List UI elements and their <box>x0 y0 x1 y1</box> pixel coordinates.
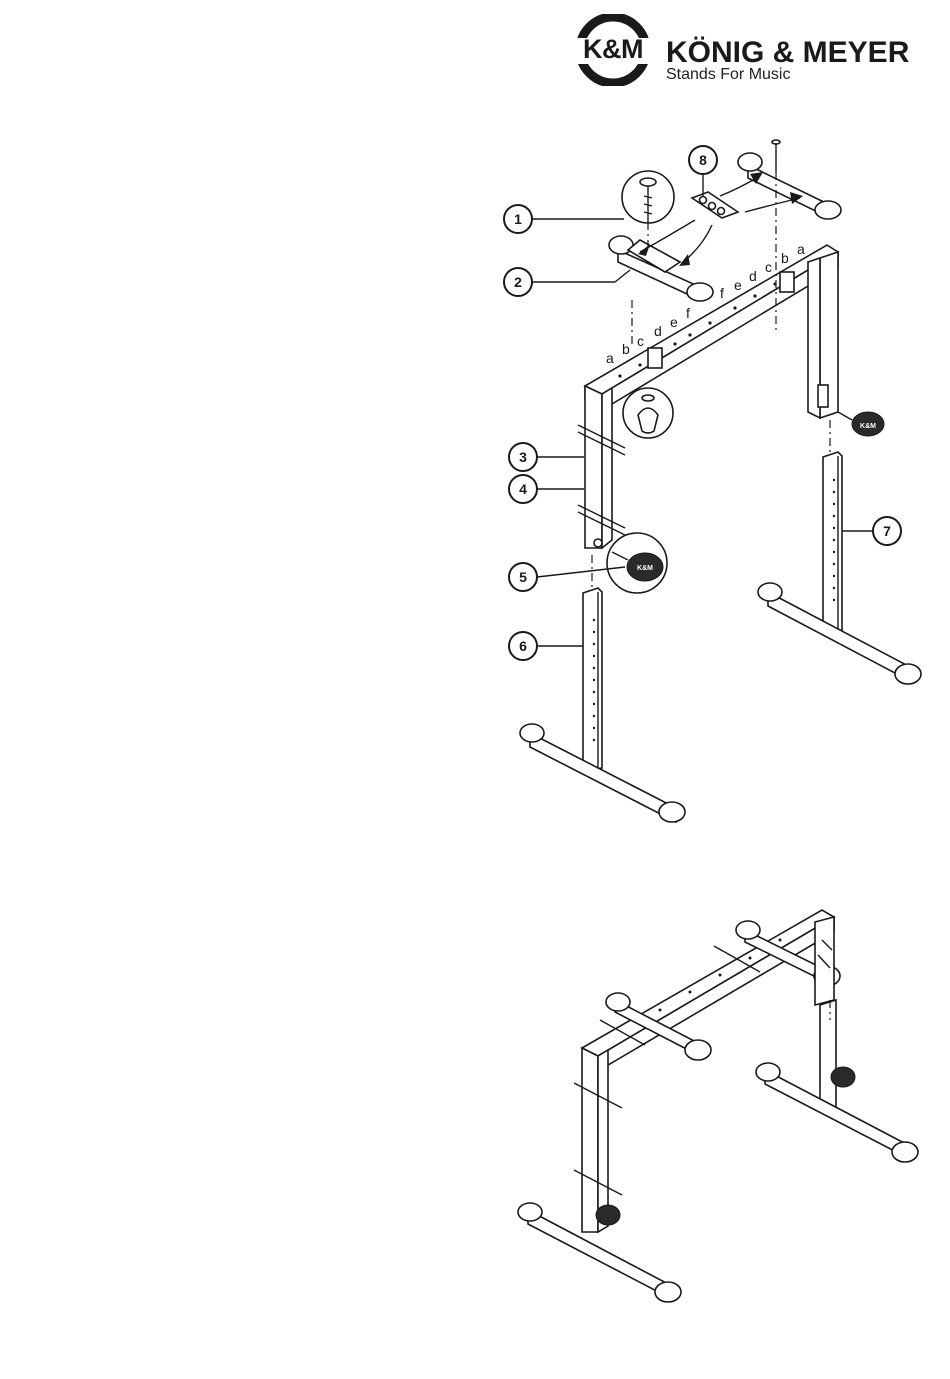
svg-text:b: b <box>781 250 789 266</box>
svg-text:8: 8 <box>699 152 707 168</box>
right-lower-leg <box>758 452 921 684</box>
figure-1-exploded-view: K&M <box>504 140 921 822</box>
top-left-t-bar <box>609 236 713 301</box>
svg-text:a: a <box>797 241 805 257</box>
svg-text:e: e <box>734 277 742 293</box>
knob-label-text: K&M <box>860 423 876 430</box>
mounting-plate <box>692 192 738 218</box>
right-upper-tube: K&M <box>808 252 884 436</box>
callout-2: 2 <box>504 268 630 296</box>
svg-text:c: c <box>765 259 772 275</box>
left-lower-leg <box>520 588 685 822</box>
svg-text:6: 6 <box>519 638 527 654</box>
svg-text:d: d <box>654 323 662 339</box>
svg-text:f: f <box>686 305 690 321</box>
callout-8: 8 <box>689 146 717 196</box>
svg-text:7: 7 <box>883 523 891 539</box>
callout-4: 4 <box>509 475 584 503</box>
washer-detail <box>623 388 673 438</box>
svg-text:a: a <box>606 350 614 366</box>
knob-detail: K&M <box>607 533 667 593</box>
svg-text:d: d <box>749 268 757 284</box>
svg-text:2: 2 <box>514 274 522 290</box>
callout-7: 7 <box>842 517 901 545</box>
svg-text:3: 3 <box>519 449 527 465</box>
callout-3: 3 <box>509 443 584 471</box>
knob-detail-label: K&M <box>637 565 653 572</box>
figure-2-assembled-view <box>518 910 918 1302</box>
svg-text:b: b <box>622 341 630 357</box>
left-upper-tube <box>578 386 625 548</box>
svg-text:4: 4 <box>519 481 527 497</box>
callout-6: 6 <box>509 632 583 660</box>
svg-text:e: e <box>670 314 678 330</box>
svg-text:1: 1 <box>514 211 522 227</box>
screw-detail <box>622 171 674 223</box>
svg-text:f: f <box>720 285 724 301</box>
callout-1: 1 <box>504 205 624 233</box>
svg-text:c: c <box>637 333 644 349</box>
frame-crossbar <box>585 245 838 410</box>
svg-text:5: 5 <box>519 569 527 585</box>
